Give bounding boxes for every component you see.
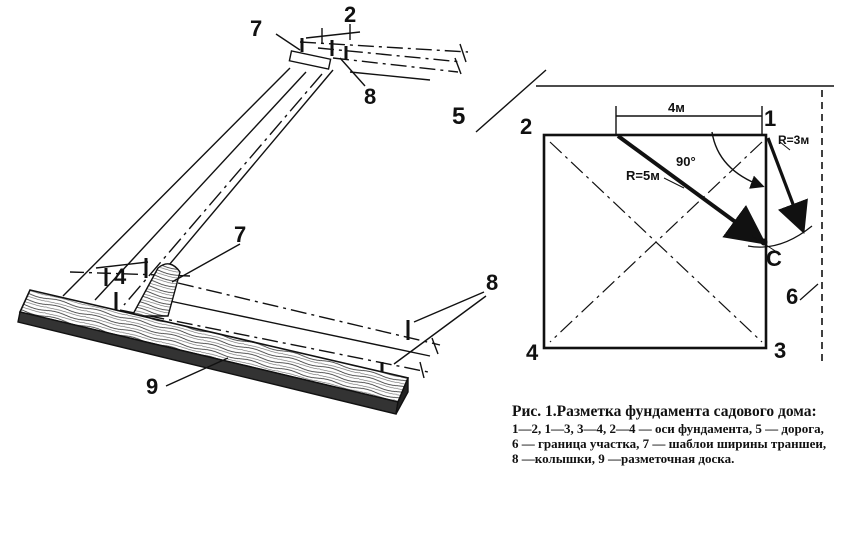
- dim-line: [305, 31, 361, 39]
- leader: [165, 357, 229, 387]
- axis-line: [177, 282, 441, 346]
- label-4-left: 4: [114, 264, 127, 289]
- leader: [413, 291, 485, 323]
- leader: [339, 57, 366, 87]
- dim-line: [95, 261, 149, 269]
- leader: [275, 33, 301, 51]
- label-c: C: [766, 246, 782, 271]
- boundary-leader: [799, 283, 819, 301]
- label-5: 5: [452, 103, 465, 130]
- trench-line: [62, 67, 291, 297]
- label-6: 6: [786, 284, 798, 309]
- marking-board-end: [395, 377, 409, 415]
- axis-line: [332, 57, 459, 73]
- r3-arc: [747, 225, 813, 248]
- tick: [419, 361, 425, 379]
- label-4: 4: [526, 340, 539, 365]
- template-mid: [130, 263, 181, 317]
- leader: [171, 243, 241, 283]
- axis-line: [349, 71, 431, 81]
- tick: [459, 43, 467, 63]
- axis-line: [317, 47, 463, 63]
- trench-line: [94, 71, 307, 301]
- dim-label-angle: 90°: [676, 154, 696, 169]
- template-top: [288, 50, 332, 70]
- arrow-r3: [766, 137, 808, 234]
- diagonal: [549, 141, 763, 343]
- label-9: 9: [146, 374, 158, 399]
- tick: [431, 337, 439, 355]
- dim-label-4m: 4м: [668, 100, 685, 115]
- r5-leader: [663, 177, 685, 189]
- label-2: 2: [520, 114, 532, 139]
- tick: [454, 57, 462, 75]
- label-7-top: 7: [250, 16, 262, 41]
- dim-label-r3: R=3м: [778, 133, 809, 147]
- perspective-drawing: [17, 24, 487, 415]
- trench-line: [123, 73, 323, 306]
- road-line: [475, 69, 547, 133]
- axis-line: [299, 41, 469, 53]
- leader: [393, 295, 487, 365]
- arrow-r5: [616, 134, 767, 245]
- label-1: 1: [764, 106, 776, 131]
- marking-board: [18, 289, 410, 403]
- label-3: 3: [774, 338, 786, 363]
- label-2-top: 2: [344, 2, 356, 27]
- label-8-top: 8: [364, 84, 376, 109]
- axis-line: [119, 309, 429, 373]
- axis-line: [164, 299, 431, 357]
- dim-label-r5: R=5м: [626, 168, 660, 183]
- figure-caption: Рис. 1.Разметка фундамента садового дома…: [512, 403, 832, 466]
- label-7-mid: 7: [234, 222, 246, 247]
- angle-arc: [711, 131, 765, 189]
- r3-leader: [779, 141, 791, 151]
- c-tick: [751, 235, 781, 255]
- caption-body: 1—2, 1—3, 3—4, 2—4 — оси фундамента, 5 —…: [512, 421, 827, 466]
- trench-line: [147, 69, 334, 291]
- caption-title: Рис. 1.Разметка фундамента садового дома…: [512, 403, 817, 420]
- label-8-right: 8: [486, 270, 498, 295]
- plan-diagram: [536, 85, 834, 364]
